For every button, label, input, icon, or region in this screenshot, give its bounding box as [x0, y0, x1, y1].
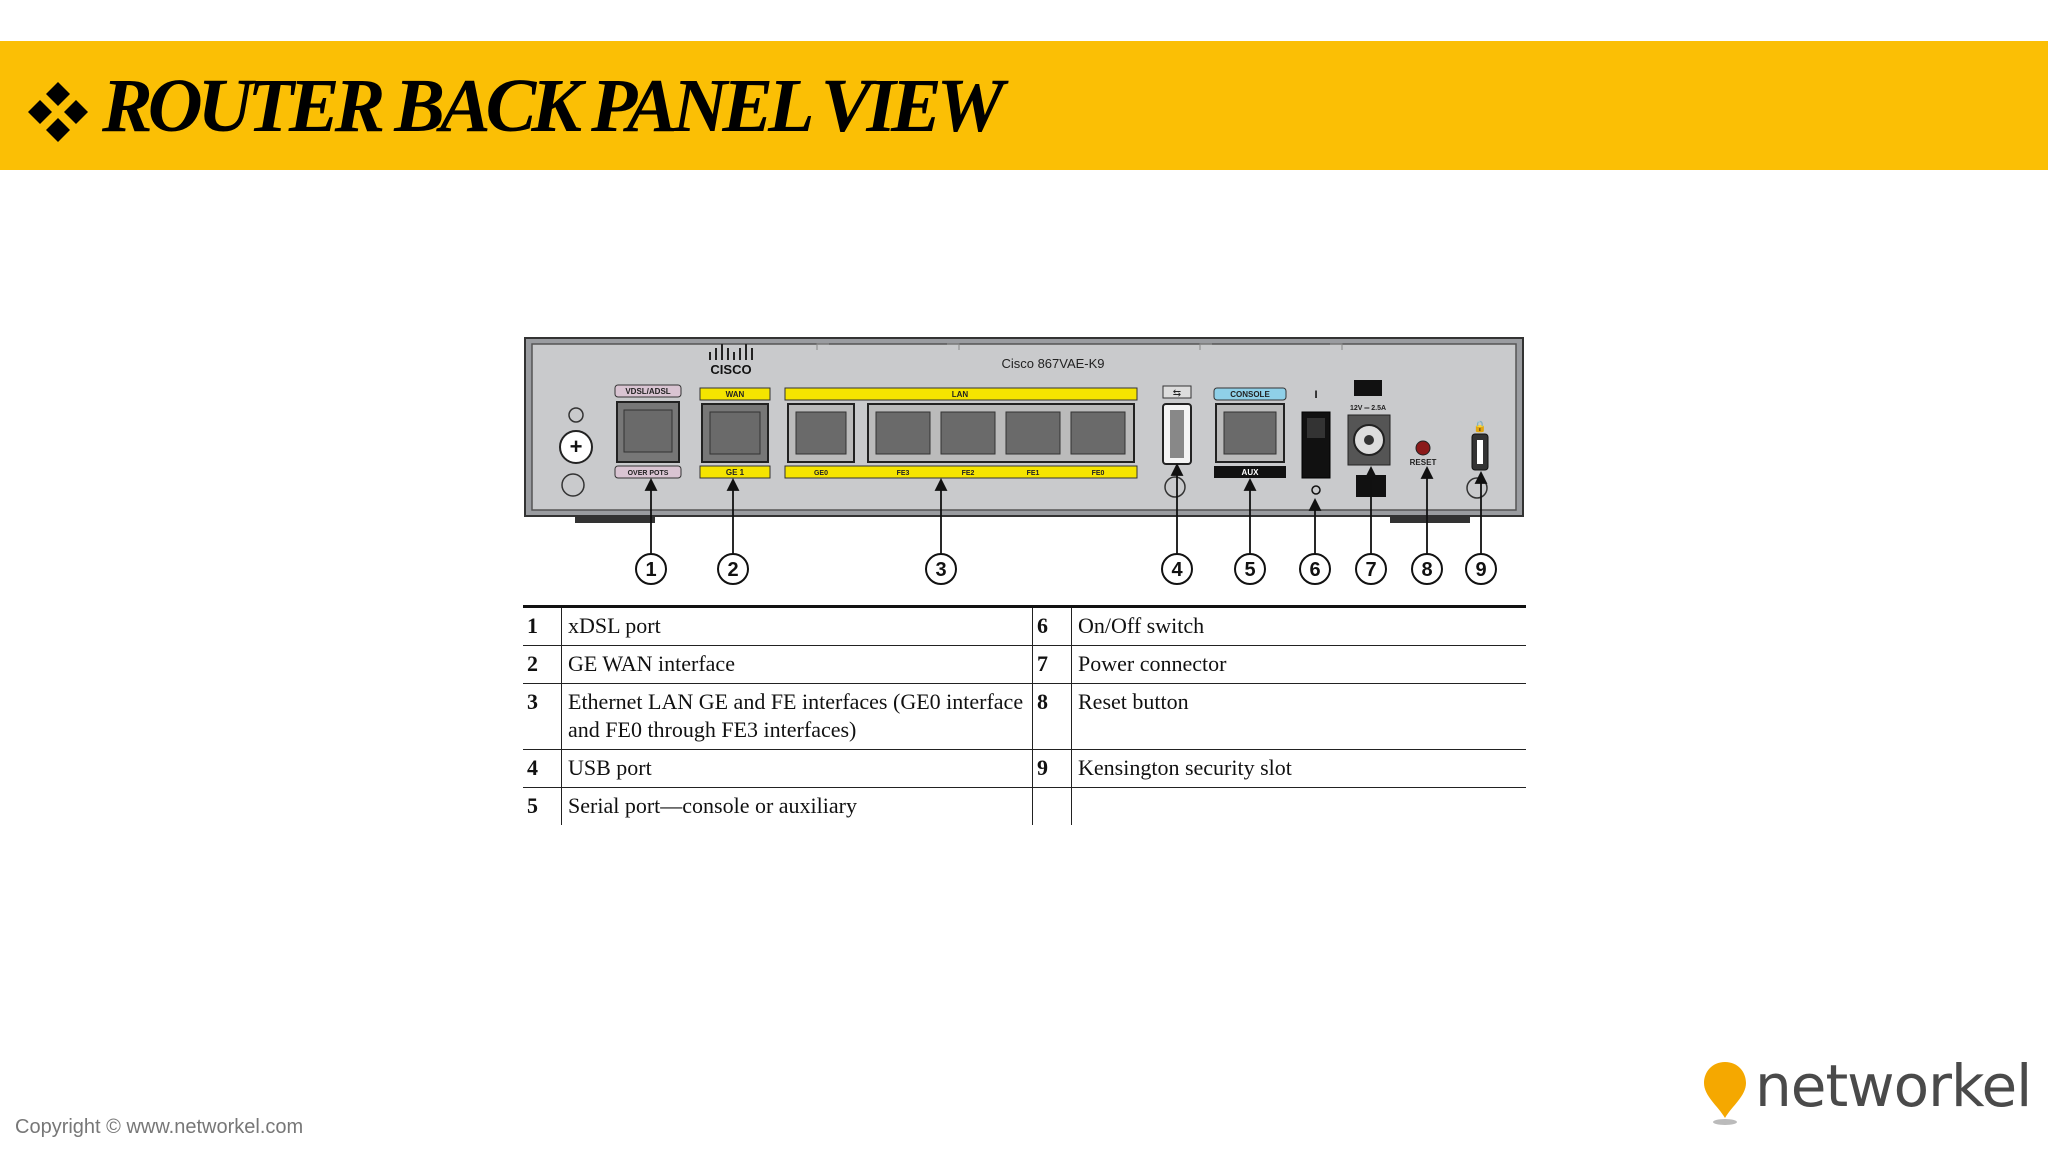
ground-screw: +	[559, 407, 593, 497]
item-number: 3	[523, 683, 562, 750]
fe1-label: FE1	[1027, 470, 1040, 477]
item-description: Power connector	[1071, 645, 1526, 684]
slide-title: ROUTER BACK PANEL VIEW	[102, 64, 1004, 148]
item-number: 7	[1032, 645, 1072, 684]
diamond-bullet-icon	[28, 82, 88, 142]
lan-ports: LAN GE0 FE3 FE2 FE1 FE0	[784, 387, 1138, 479]
svg-text:🔒: 🔒	[1473, 420, 1487, 433]
item-description: On/Off switch	[1071, 606, 1526, 646]
callout-4: 4	[1171, 559, 1183, 581]
model-label: Cisco 867VAE-K9	[1001, 356, 1104, 371]
callout-9: 9	[1475, 559, 1486, 581]
item-number: 8	[1032, 683, 1072, 750]
callout-8: 8	[1421, 559, 1432, 581]
item-number: 4	[523, 749, 562, 788]
power-connector: 12V ═ 2.5A	[1347, 380, 1391, 497]
console-label: CONSOLE	[1230, 390, 1270, 399]
table-row: 2 GE WAN interface 7 Power connector	[523, 645, 1526, 684]
item-number	[1032, 787, 1072, 825]
callout-1: 1	[645, 559, 656, 581]
svg-text:+: +	[570, 434, 583, 459]
table-row: 5 Serial port—console or auxiliary	[523, 787, 1527, 826]
item-description: USB port	[561, 749, 1033, 788]
parts-legend-table: 1 xDSL port 6 On/Off switch 2 GE WAN int…	[523, 605, 1526, 825]
table-row: 4 USB port 9 Kensington security slot	[523, 749, 1526, 788]
location-pin-icon	[1704, 1062, 1746, 1125]
ge1-label: GE 1	[726, 468, 745, 477]
reset-button: RESET	[1410, 440, 1437, 467]
item-number: 1	[523, 606, 562, 646]
copyright-text: Copyright © www.networkel.com	[15, 1116, 304, 1138]
svg-text:⇆: ⇆	[1173, 388, 1181, 399]
callout-2: 2	[727, 559, 738, 581]
console-port: CONSOLE AUX	[1213, 387, 1287, 478]
ge0-label: GE0	[814, 470, 828, 477]
callout-6: 6	[1309, 559, 1320, 581]
item-number: 5	[523, 787, 562, 825]
wan-label: WAN	[726, 390, 745, 399]
table-row: 3 Ethernet LAN GE and FE interfaces (GE0…	[523, 683, 1526, 750]
item-description: Serial port—console or auxiliary	[561, 787, 1033, 825]
item-number: 9	[1032, 749, 1072, 788]
fe3-label: FE3	[897, 470, 910, 477]
item-number: 2	[523, 645, 562, 684]
item-description	[1072, 788, 1527, 826]
power-switch: I	[1301, 389, 1331, 495]
title-bar: ROUTER BACK PANEL VIEW	[0, 41, 2048, 170]
router-back-panel-diagram: + CISCO Cisco 867VAE-K9 VDSL/ADSL OVER P…	[524, 337, 1524, 585]
callout-3: 3	[935, 559, 946, 581]
item-description: Kensington security slot	[1071, 749, 1526, 788]
power-rating-label: 12V ═ 2.5A	[1350, 405, 1386, 412]
item-description: GE WAN interface	[561, 645, 1033, 684]
fe0-label: FE0	[1092, 470, 1105, 477]
callout-7: 7	[1365, 559, 1376, 581]
xdsl-port: VDSL/ADSL OVER POTS	[614, 384, 682, 479]
vdsl-label: VDSL/ADSL	[625, 387, 670, 396]
lan-label: LAN	[952, 390, 969, 399]
kensington-slot: 🔒	[1466, 420, 1489, 499]
aux-label: AUX	[1242, 468, 1260, 477]
cisco-logo: CISCO	[709, 344, 753, 377]
wan-port: WAN GE 1	[699, 387, 771, 479]
table-row: 1 xDSL port 6 On/Off switch	[523, 606, 1526, 646]
fe2-label: FE2	[962, 470, 975, 477]
cisco-logo-text: CISCO	[710, 362, 751, 377]
usb-port: ⇆	[1162, 385, 1192, 498]
brand-logo-text: networkel	[1755, 1052, 2032, 1120]
item-description: xDSL port	[561, 606, 1033, 646]
item-description: Ethernet LAN GE and FE interfaces (GE0 i…	[561, 683, 1033, 750]
switch-on-label: I	[1314, 389, 1317, 401]
item-number: 6	[1032, 606, 1072, 646]
callout-5: 5	[1244, 559, 1255, 581]
reset-label: RESET	[1410, 458, 1437, 467]
over-pots-label: OVER POTS	[628, 470, 669, 477]
item-description: Reset button	[1071, 683, 1526, 750]
